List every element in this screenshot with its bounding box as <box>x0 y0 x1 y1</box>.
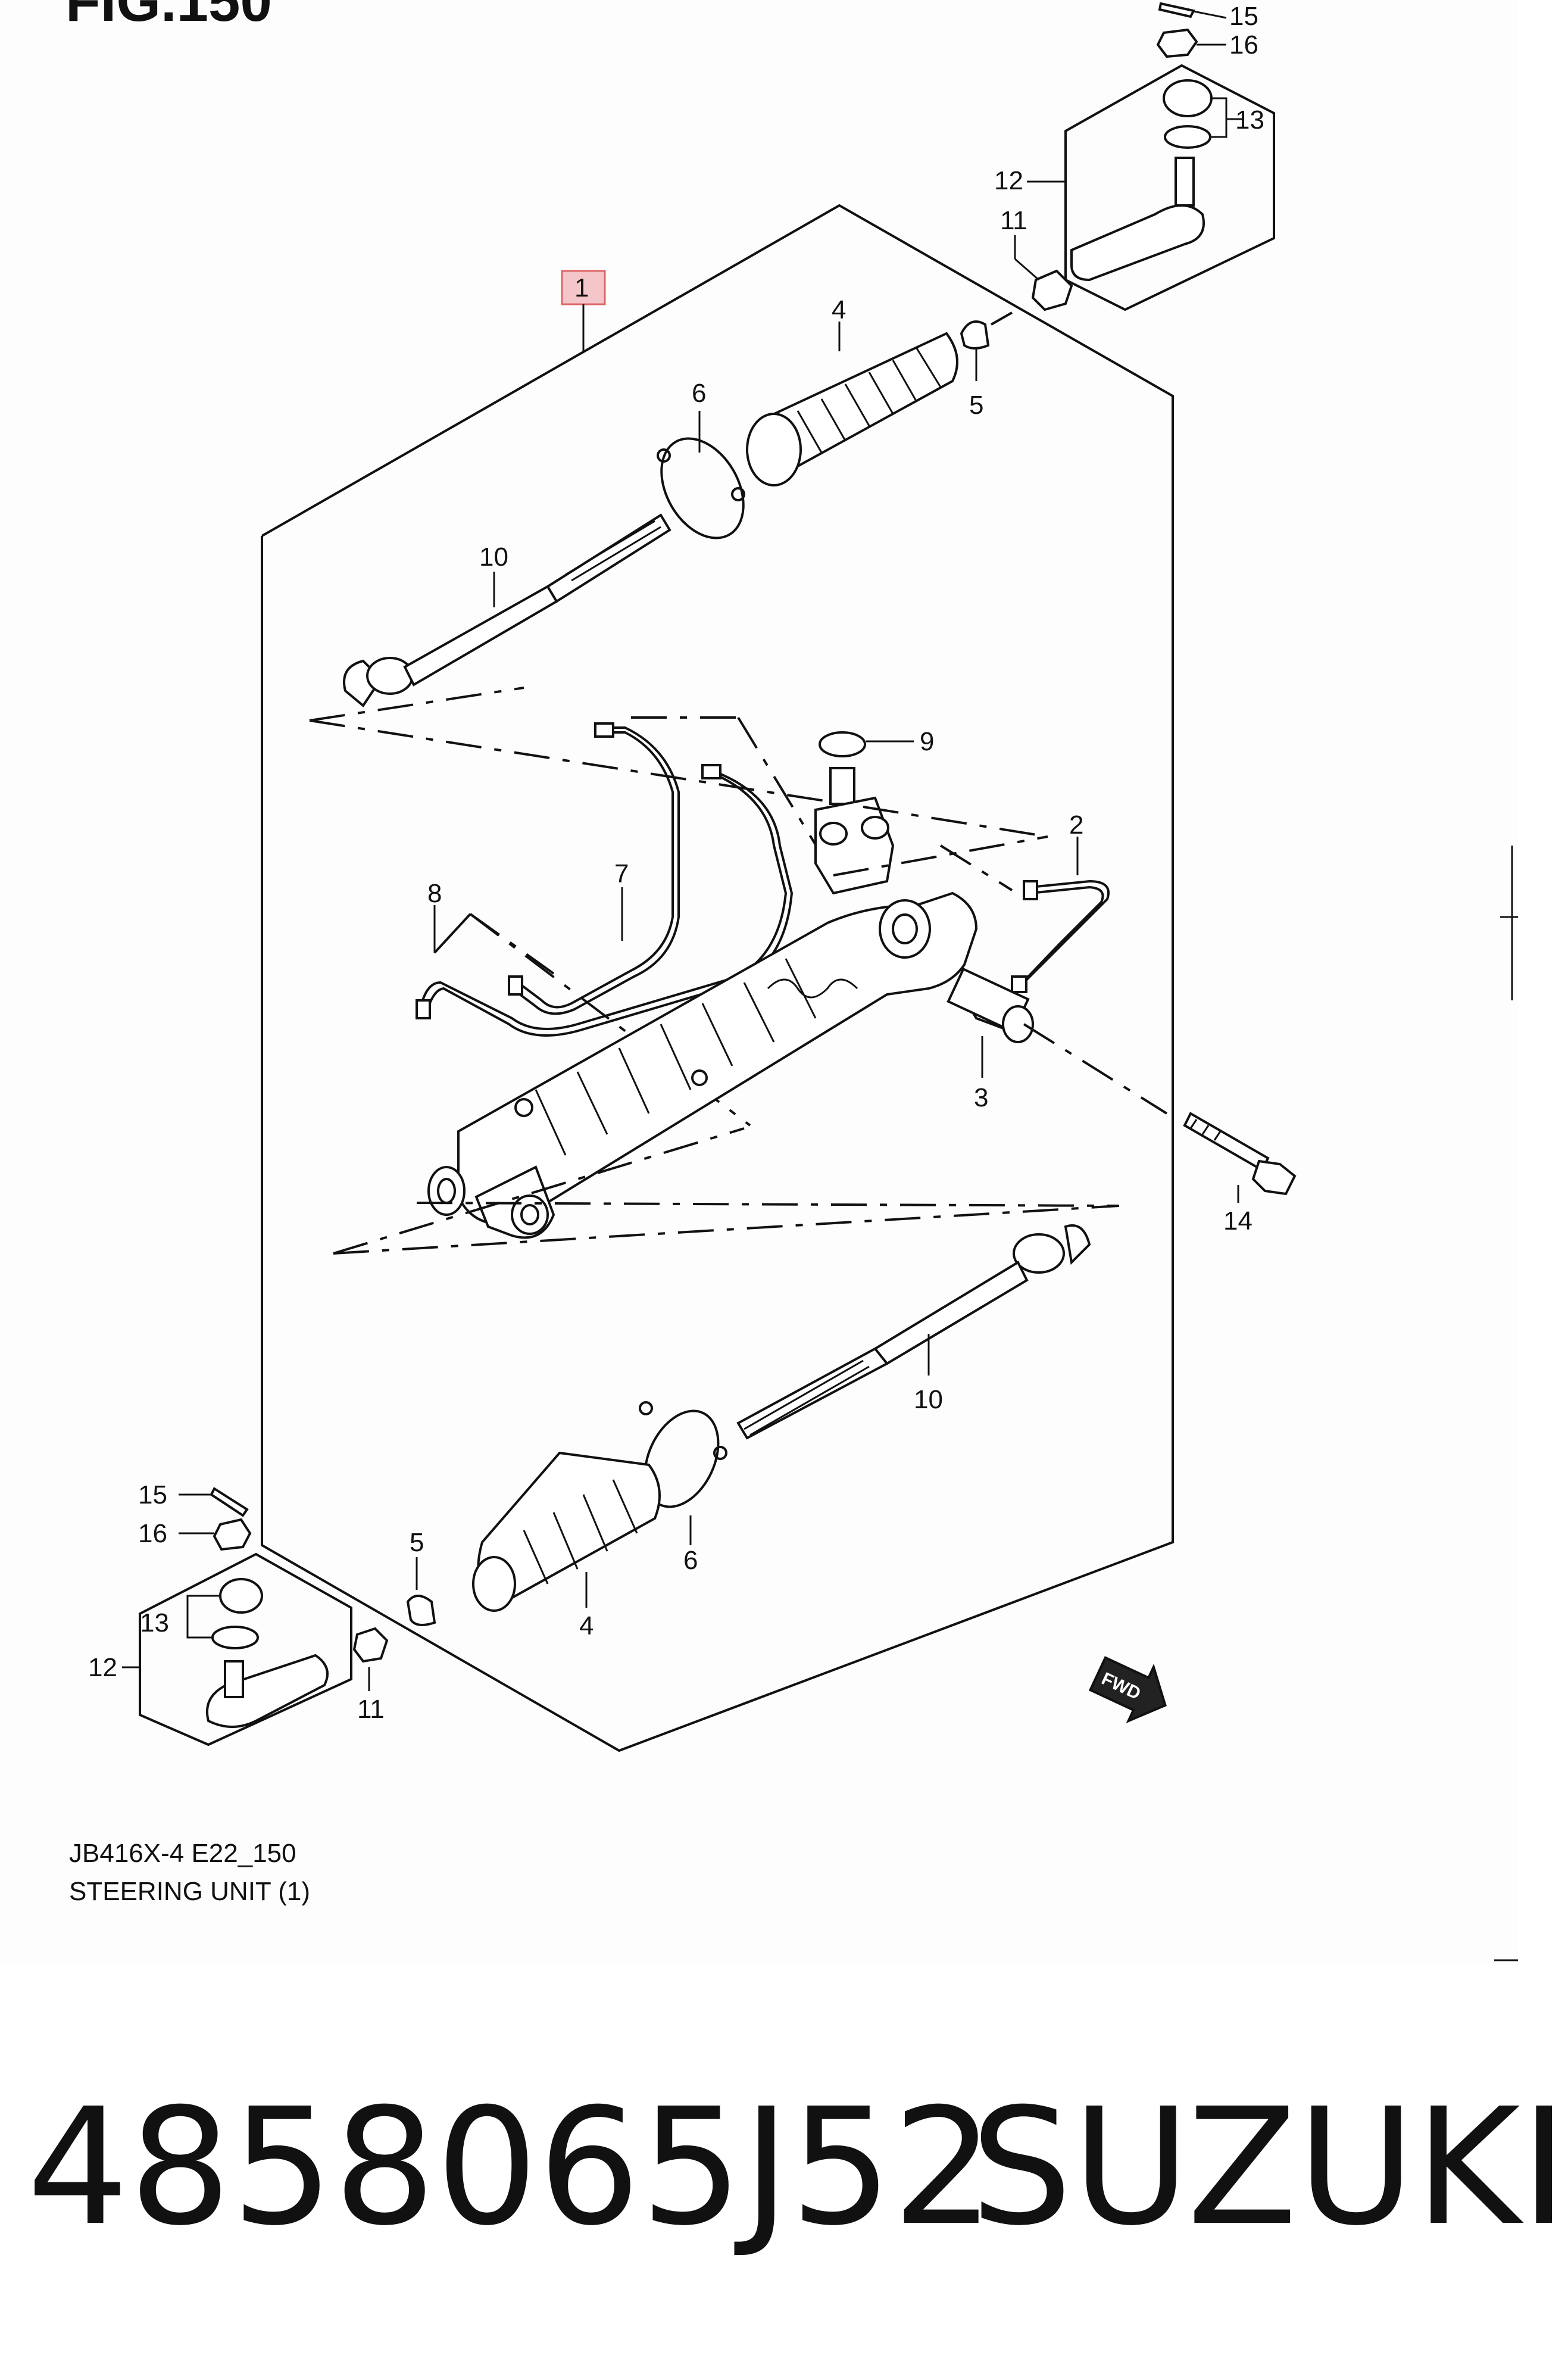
callout-15-upper: 15 <box>1229 2 1258 31</box>
clamp-part-5-lower <box>406 1595 436 1626</box>
tie-rod-part-10-lower <box>736 1224 1091 1440</box>
pipe-part-2 <box>1011 879 1110 993</box>
steering-gear-housing <box>427 767 978 1239</box>
callout-8: 8 <box>427 879 442 908</box>
bellows-boot-part-4-lower <box>472 1451 661 1612</box>
callout-12-lower: 12 <box>88 1653 117 1682</box>
callout-5-upper: 5 <box>969 391 983 420</box>
clamp-part-5-upper <box>960 320 990 350</box>
part-number: 4858065J52 <box>27 2073 995 2261</box>
callout-4-lower: 4 <box>579 1611 594 1640</box>
callout-13-upper: 13 <box>1235 105 1264 135</box>
callout-11-upper: 11 <box>1000 206 1027 235</box>
band-clamp-part-6-lower <box>644 1409 720 1508</box>
callout-1: 1 <box>574 273 589 302</box>
figure-title: FIG.150 <box>65 0 272 33</box>
callout-9: 9 <box>920 727 934 756</box>
cotter-pin-part-15-lower <box>210 1487 249 1517</box>
callout-16-lower: 16 <box>138 1519 167 1548</box>
pipe-part-7 <box>508 722 680 1015</box>
bushing-part-3 <box>947 967 1034 1043</box>
assembly-outline <box>261 204 1174 1752</box>
lower-tie-rod-end-box <box>139 1552 352 1746</box>
band-clamp-part-6-upper <box>660 437 745 539</box>
callout-12-upper: 12 <box>994 166 1023 195</box>
callout-14: 14 <box>1223 1206 1252 1236</box>
bottom-band <box>0 1965 1518 2358</box>
callout-11-lower: 11 <box>357 1695 385 1724</box>
bellows-boot-part-4-upper <box>746 332 958 486</box>
dust-boot-part-13-lower <box>219 1578 263 1614</box>
figure-code: JB416X-4 E22_150 <box>69 1839 296 1868</box>
callout-4-upper: 4 <box>832 295 846 325</box>
castle-nut-part-16-lower <box>213 1518 252 1551</box>
bolt-part-14 <box>1183 1112 1297 1196</box>
fwd-arrow-icon <box>1088 1656 1167 1723</box>
callout-16-upper: 16 <box>1229 30 1258 60</box>
nut-part-11-lower <box>352 1627 389 1663</box>
tie-rod-end-part-12-lower <box>206 1654 329 1728</box>
dust-boot-part-13-top <box>1163 79 1213 117</box>
callout-3: 3 <box>974 1083 988 1112</box>
figure-name: STEERING UNIT (1) <box>69 1877 311 1906</box>
callout-6-upper: 6 <box>692 379 706 408</box>
callout-7: 7 <box>614 859 629 888</box>
nut-part-11-top <box>1031 269 1073 311</box>
cotter-pin-part-15-top <box>1158 2 1195 18</box>
exploded-view-diagram: FWD 1 2 3 4 4 5 5 6 6 7 8 9 10 10 11 11 … <box>88 2 1518 1961</box>
callout-1-highlight <box>561 270 606 305</box>
castle-nut-part-16-top <box>1156 28 1198 58</box>
cap-part-9 <box>819 731 866 757</box>
brand-name: SUZUKI <box>970 2073 1568 2261</box>
callout-15-lower: 15 <box>138 1480 167 1509</box>
callout-6-lower: 6 <box>683 1546 698 1575</box>
callout-10-lower: 10 <box>914 1385 943 1414</box>
tie-rod-end-part-12-top <box>1070 204 1205 282</box>
tie-rod-part-10-upper <box>343 513 671 707</box>
callout-13-lower: 13 <box>140 1608 169 1638</box>
callout-5-lower: 5 <box>410 1528 424 1557</box>
callout-10-upper: 10 <box>479 542 508 572</box>
callout-2: 2 <box>1069 810 1083 840</box>
